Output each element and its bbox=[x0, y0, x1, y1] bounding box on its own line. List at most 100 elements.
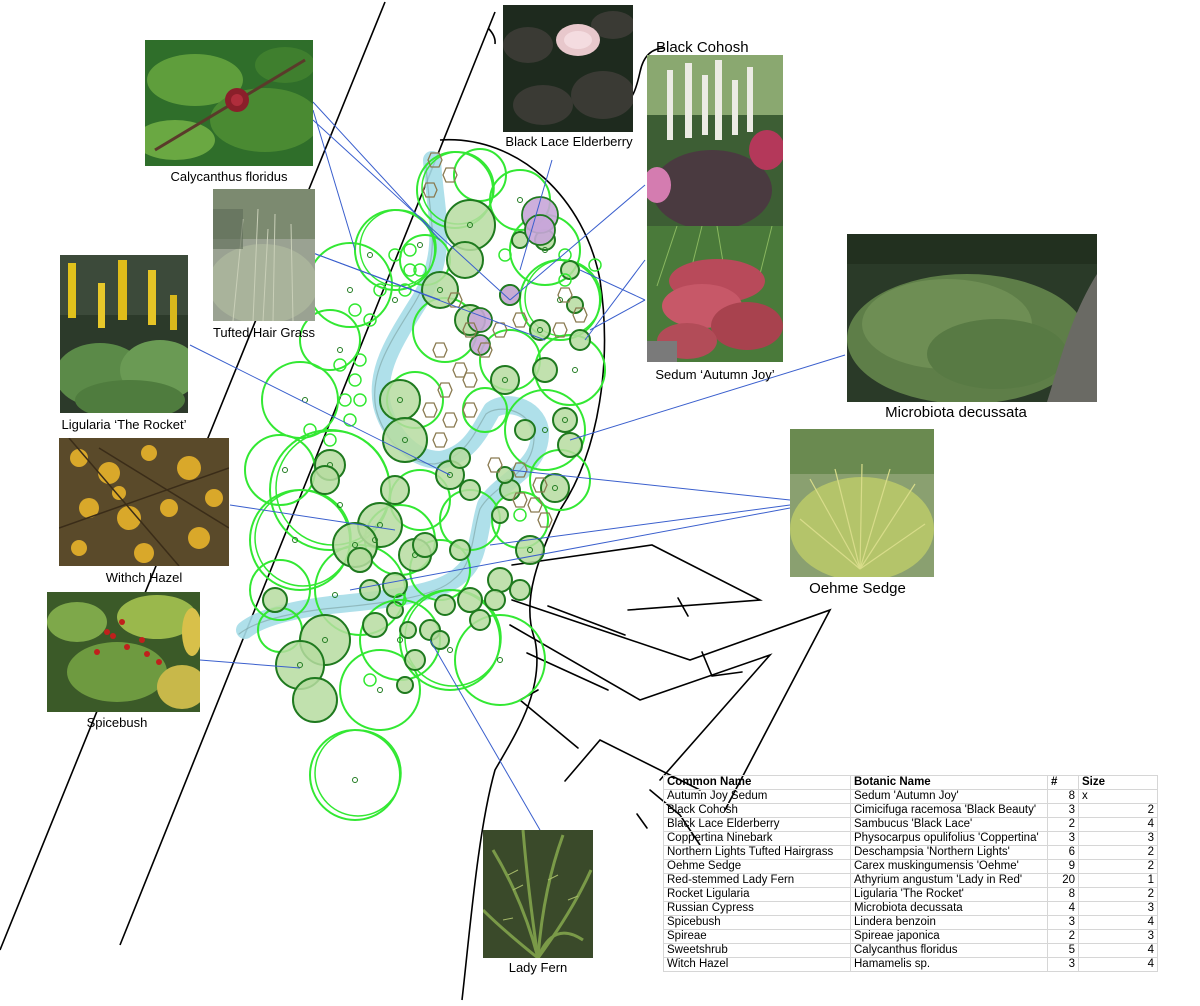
plant-center-dot bbox=[557, 297, 563, 303]
perennial-plant bbox=[421, 271, 459, 309]
header-common-name: Common Name bbox=[663, 775, 851, 790]
fern-plant bbox=[477, 342, 493, 358]
perennial-plant bbox=[449, 447, 471, 469]
shrub-outline bbox=[504, 389, 586, 471]
shrub-outline bbox=[309, 729, 401, 821]
cell-botanic-name: Cimicifuga racemosa 'Black Beauty' bbox=[850, 803, 1048, 818]
plant-center-dot bbox=[337, 347, 343, 353]
cell-common-name: Spicebush bbox=[663, 915, 851, 930]
perennial-plant bbox=[380, 475, 410, 505]
fern-plant bbox=[552, 322, 568, 338]
cell-common-name: Rocket Ligularia bbox=[663, 887, 851, 902]
plant-center-dot bbox=[562, 417, 568, 423]
cell-count: 5 bbox=[1047, 943, 1079, 958]
fern-plant bbox=[527, 497, 543, 513]
plant-center-dot bbox=[572, 367, 578, 373]
cell-count: 20 bbox=[1047, 873, 1079, 888]
fern-plant bbox=[512, 492, 528, 508]
perennial-plant bbox=[459, 479, 481, 501]
sedum-plant bbox=[348, 303, 362, 317]
photo-spicebush bbox=[47, 592, 200, 712]
cell-size: 2 bbox=[1078, 887, 1158, 902]
photo-sedum bbox=[647, 226, 783, 362]
cell-size: 4 bbox=[1078, 817, 1158, 832]
perennial-plant bbox=[310, 465, 340, 495]
photo-calycanthus bbox=[145, 40, 313, 166]
perennial-plant bbox=[509, 579, 531, 601]
cell-common-name: Russian Cypress bbox=[663, 901, 851, 916]
cell-count: 8 bbox=[1047, 887, 1079, 902]
cell-botanic-name: Lindera benzoin bbox=[850, 915, 1048, 930]
plant-center-dot bbox=[537, 327, 543, 333]
cell-size: 3 bbox=[1078, 929, 1158, 944]
perennial-plant bbox=[469, 609, 491, 631]
fern-plant bbox=[462, 402, 478, 418]
elderberry-plant bbox=[467, 307, 493, 333]
cell-common-name: Coppertina Ninebark bbox=[663, 831, 851, 846]
elderberry-plant bbox=[499, 284, 521, 306]
plant-center-dot bbox=[337, 502, 343, 508]
caption-sedum: Sedum ‘Autumn Joy’ bbox=[655, 367, 775, 382]
perennial-plants bbox=[262, 199, 591, 723]
sedum-plant bbox=[558, 273, 572, 287]
cell-count: 2 bbox=[1047, 817, 1079, 832]
caption-ligularia: Ligularia ‘The Rocket’ bbox=[61, 417, 187, 432]
photo-microbiota bbox=[847, 234, 1097, 402]
sedum-plant bbox=[588, 258, 602, 272]
plant-center-dot bbox=[292, 537, 298, 543]
cell-botanic-name: Hamamelis sp. bbox=[850, 957, 1048, 972]
perennial-plant bbox=[566, 296, 584, 314]
plant-center-dot bbox=[352, 542, 358, 548]
sedum-plant bbox=[363, 673, 377, 687]
sedum-plant bbox=[388, 248, 402, 262]
caption-black-cohosh: Black Cohosh bbox=[656, 39, 749, 56]
fern-plant bbox=[512, 462, 528, 478]
photo-tufted-hair-grass bbox=[213, 189, 315, 321]
cell-size: 2 bbox=[1078, 803, 1158, 818]
sedum-plant bbox=[338, 393, 352, 407]
perennial-plant bbox=[292, 677, 338, 723]
cell-common-name: Witch Hazel bbox=[663, 957, 851, 972]
cell-common-name: Sweetshrub bbox=[663, 943, 851, 958]
sedum-plant bbox=[413, 263, 427, 277]
cell-count: 3 bbox=[1047, 803, 1079, 818]
sedum-plant bbox=[343, 413, 357, 427]
caption-witch-hazel: Withch Hazel bbox=[105, 570, 183, 585]
caption-microbiota: Microbiota decussata bbox=[885, 404, 1027, 421]
plant-center-dot bbox=[392, 297, 398, 303]
fern-plants bbox=[422, 152, 588, 528]
fern-plant bbox=[422, 402, 438, 418]
stepping-path bbox=[509, 544, 832, 846]
plant-center-dot bbox=[367, 252, 373, 258]
cell-count: 9 bbox=[1047, 859, 1079, 874]
plant-center-dot bbox=[497, 657, 503, 663]
cell-botanic-name: Calycanthus floridus bbox=[850, 943, 1048, 958]
plant-center-dot bbox=[347, 287, 353, 293]
sedum-plant bbox=[393, 593, 407, 607]
cell-size: 4 bbox=[1078, 915, 1158, 930]
cell-count: 4 bbox=[1047, 901, 1079, 916]
perennial-plant bbox=[359, 579, 381, 601]
plant-center-dot bbox=[437, 287, 443, 293]
fern-plant bbox=[487, 457, 503, 473]
photo-black-lace-elderberry bbox=[503, 5, 633, 132]
fern-plant bbox=[437, 382, 453, 398]
perennial-plant bbox=[552, 407, 578, 433]
plant-center-dot bbox=[397, 397, 403, 403]
header-botanic-name: Botanic Name bbox=[850, 775, 1048, 790]
caption-spicebush: Spicebush bbox=[86, 715, 148, 730]
plant-center-dot bbox=[397, 637, 403, 643]
perennial-plant bbox=[557, 432, 583, 458]
cell-size: 2 bbox=[1078, 845, 1158, 860]
perennial-plant bbox=[514, 419, 536, 441]
photo-black-cohosh bbox=[647, 55, 783, 226]
plant-center-dot bbox=[332, 592, 338, 598]
fern-plant bbox=[432, 432, 448, 448]
perennial-plant bbox=[491, 506, 509, 524]
plant-center-dots bbox=[282, 197, 602, 783]
